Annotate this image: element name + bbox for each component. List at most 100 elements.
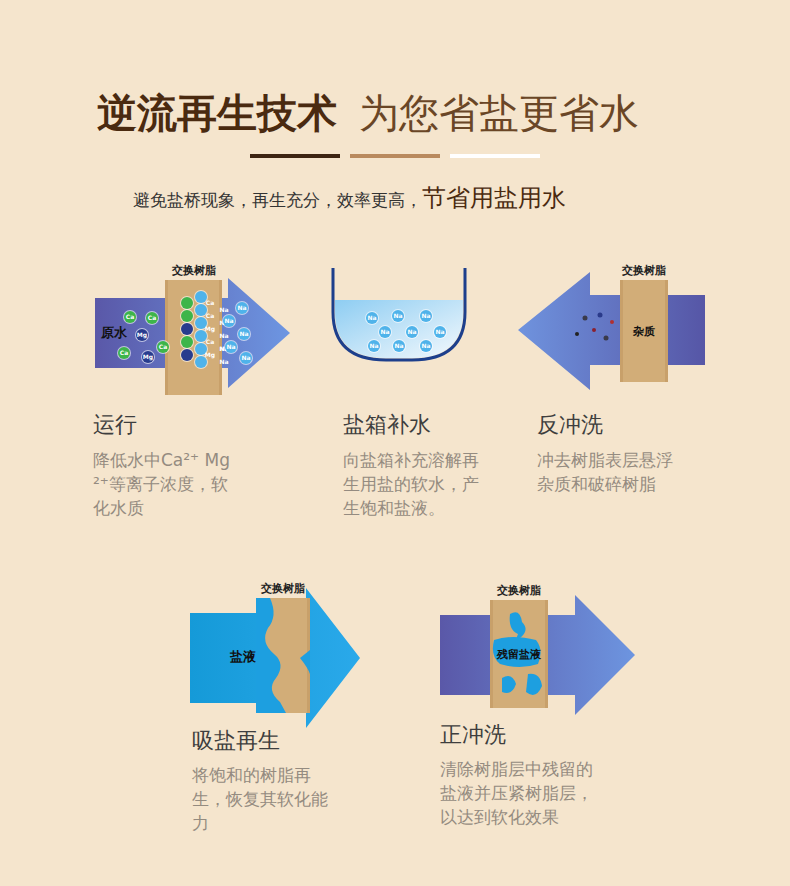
subtitle: 避免盐桥现象，再生充分，效率更高， <box>133 189 422 212</box>
ion-circle: Na <box>195 291 207 303</box>
ion-circle: Na <box>223 315 235 327</box>
brine-spot <box>510 612 526 640</box>
ion-circle: Na <box>392 310 404 322</box>
ion-circle: Na <box>393 340 405 352</box>
ion-symbol: Na <box>420 310 432 322</box>
resin-title: 交换树脂 <box>622 263 666 278</box>
resin-inner <box>168 280 219 395</box>
step-heading: 反冲洗 <box>537 410 603 440</box>
resin-fill <box>256 598 310 713</box>
divider-bar <box>450 154 540 158</box>
ion-circle: Na <box>195 304 207 316</box>
ion-circle: Na <box>434 326 446 338</box>
step-description: 向盐箱补充溶解再生用盐的软水，产生饱和盐液。 <box>343 448 493 520</box>
resin-shape <box>165 280 222 395</box>
ion-circle: Na <box>195 330 207 342</box>
ion-symbol: Na <box>434 326 446 338</box>
brine-spot <box>502 676 516 693</box>
ion-circle: Ca <box>181 310 193 322</box>
ion-symbol: Ca <box>124 311 136 323</box>
flow-arrow: 盐液交换树脂 <box>190 588 360 728</box>
ion-circle: Mg <box>181 323 193 335</box>
ion-symbol: Na <box>420 340 432 352</box>
resin-label: 残留盐液 <box>497 647 541 662</box>
resin-block: 交换树脂NaCaNaCaNaMgNaCaNaMgNa <box>165 280 222 395</box>
ion-circle: Na <box>420 340 432 352</box>
ion-circle: Na <box>368 340 380 352</box>
ion-symbol: Mg <box>142 351 154 363</box>
ion-symbol: Na <box>240 352 252 364</box>
step-description: 冲去树脂表层悬浮杂质和破碎树脂 <box>537 448 677 496</box>
step-heading: 运行 <box>93 410 137 440</box>
title-row: 逆流再生技术为您省盐更省水 <box>97 86 639 141</box>
resin-inner <box>493 600 545 708</box>
ion-symbol: Na <box>238 328 250 340</box>
ion-symbol: Ca <box>157 341 169 353</box>
ion-circle: Mg <box>136 329 148 341</box>
ion-symbol: Na <box>392 310 404 322</box>
ion-circle: Ca <box>181 297 193 309</box>
ion-circle: Na <box>240 352 252 364</box>
step-heading: 盐箱补水 <box>343 410 431 440</box>
resin-block: 交换树脂杂质 <box>620 280 668 382</box>
divider-bar <box>350 154 440 158</box>
subtitle-row: 避免盐桥现象，再生充分，效率更高，节省用盐用水 <box>133 182 566 214</box>
ion-symbol: Na <box>223 315 235 327</box>
ion-circle: Na <box>420 310 432 322</box>
ion-symbol: Ca <box>146 312 158 324</box>
title-sub: 为您省盐更省水 <box>359 86 639 141</box>
ion-symbol: Na <box>393 340 405 352</box>
arrow-label: 原水 <box>101 324 127 342</box>
resin-title: 交换树脂 <box>261 581 305 596</box>
title: 逆流再生技术 <box>97 86 337 141</box>
ion-symbol: Na <box>379 326 391 338</box>
ion-circle: Mg <box>181 349 193 361</box>
ion-symbol: Na <box>406 326 418 338</box>
ion-circle: Ca <box>118 347 130 359</box>
resin-title: 交换树脂 <box>497 583 541 598</box>
ion-symbol: Ca <box>118 347 130 359</box>
salt-water <box>335 300 463 358</box>
brine-tank <box>333 268 465 360</box>
ion-circle: Na <box>238 328 250 340</box>
ion-circle: Na <box>406 326 418 338</box>
ion-symbol: Na <box>368 340 380 352</box>
ion-symbol: Na <box>218 356 230 368</box>
ion-circle: Ca <box>157 341 169 353</box>
flow-arrow <box>518 272 705 390</box>
ion-circle: Na <box>195 356 207 368</box>
resin-label: 杂质 <box>633 324 655 339</box>
ion-circle: Na <box>379 326 391 338</box>
step-description: 清除树脂层中残留的盐液并压紧树脂层，以达到软化效果 <box>440 757 598 829</box>
arrow-label: 盐液 <box>230 648 256 666</box>
step-description: 将饱和的树脂再生，恢复其软化能力 <box>192 763 332 835</box>
ion-circle: Ca <box>181 336 193 348</box>
step-heading: 吸盐再生 <box>192 726 280 756</box>
ion-symbol: Na <box>366 312 378 324</box>
subtitle-emphasis: 节省用盐用水 <box>422 182 566 214</box>
resin-block: 交换树脂 <box>256 598 310 713</box>
resin-fill <box>620 280 668 382</box>
step-description: 降低水中Ca²⁺ Mg²⁺等离子浓度，软化水质 <box>93 448 233 520</box>
brine-spot <box>493 637 541 667</box>
step-heading: 正冲洗 <box>440 720 506 750</box>
resin-inner <box>623 280 665 382</box>
resin-fill <box>490 600 548 708</box>
flow-arrow <box>440 595 635 715</box>
brine-intrusion <box>300 650 310 674</box>
ion-circle: Na <box>225 341 237 353</box>
divider-bar <box>250 154 340 158</box>
arrow-body <box>190 588 360 728</box>
ion-circle: Ca <box>146 312 158 324</box>
ion-symbol: Mg <box>136 329 148 341</box>
ion-circle: Ca <box>124 311 136 323</box>
ion-circle: Na <box>236 302 248 314</box>
ion-circle: Na <box>366 312 378 324</box>
ion-circle: Mg <box>142 351 154 363</box>
ion-symbol: Na <box>218 330 230 342</box>
resin-fill <box>165 280 222 395</box>
brine-spot <box>526 674 542 695</box>
ion-symbol: Na <box>236 302 248 314</box>
resin-block: 交换树脂残留盐液 <box>490 600 548 708</box>
